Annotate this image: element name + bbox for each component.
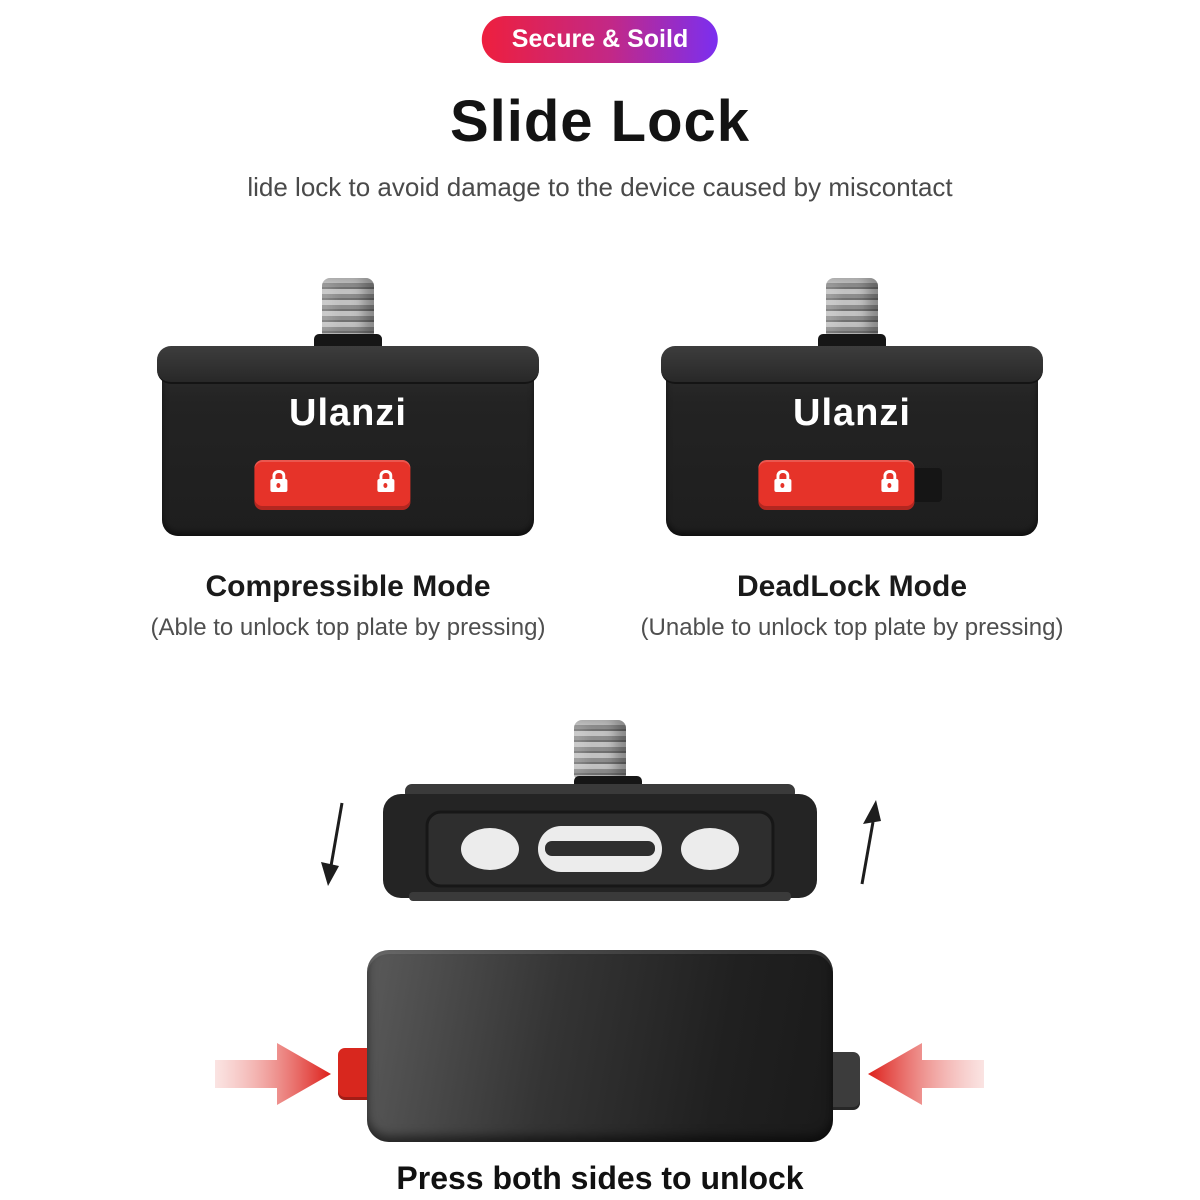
brand-logo: Ulanzi [289,392,407,434]
screw-flange [818,334,886,346]
clamp-base-illustration [367,950,833,1142]
clamp-body: Ulanzi [661,346,1043,536]
feature-badge: Secure & Soild [481,16,719,63]
slider-track-slot [910,468,942,502]
quarter-inch-screw-icon [322,278,374,336]
mode-note-compressible: (Able to unlock top plate by pressing) [150,614,546,641]
bottom-caption: Press both sides to unlock [396,1160,804,1196]
clamp-body: Ulanzi [157,346,539,536]
mode-label-compressible: Compressible Mode [205,570,491,603]
padlock-icon [881,469,899,492]
motion-arrow-up-icon [860,800,881,885]
page-title: Slide Lock [449,89,751,154]
padlock-icon [377,469,395,492]
device-compressible: Ulanzi Compressible Mode (Able to unlock… [108,278,588,642]
press-arrow-right-icon [215,1043,331,1105]
quarter-inch-screw-icon [826,278,878,336]
brand-logo: Ulanzi [793,392,911,434]
mode-label-deadlock: DeadLock Mode [736,570,968,603]
motion-arrow-down-icon [321,802,344,886]
press-arrow-left-icon [868,1043,984,1105]
page-subtitle: lide lock to avoid damage to the device … [247,172,953,202]
padlock-icon [270,469,288,492]
padlock-icon [774,469,792,492]
mode-note-deadlock: (Unable to unlock top plate by pressing) [640,614,1064,641]
device-deadlock: Ulanzi DeadLock Mode (Unable to unlock t… [612,278,1092,642]
quarter-inch-screw-icon [574,720,642,788]
top-plate-illustration [383,784,817,901]
screw-thread [574,720,626,778]
lock-slider [758,460,915,510]
lock-slider [254,460,411,510]
screw-flange [314,334,382,346]
